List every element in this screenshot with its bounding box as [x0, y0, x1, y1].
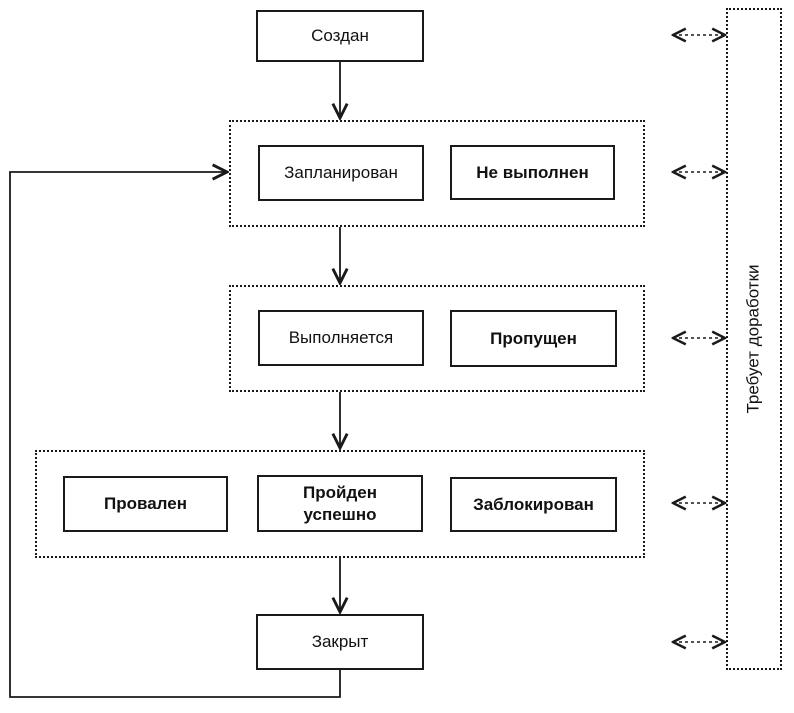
node-skipped-label: Пропущен [490, 328, 577, 348]
node-failed: Провален [63, 476, 228, 532]
node-failed-label: Провален [104, 494, 187, 514]
node-closed-label: Закрыт [311, 632, 369, 652]
node-planned: Запланирован [258, 145, 424, 201]
node-closed: Закрыт [256, 614, 424, 670]
node-blocked-label: Заблокирован [473, 494, 594, 514]
node-blocked: Заблокирован [450, 477, 617, 532]
node-not-executed: Не выполнен [450, 145, 615, 200]
node-passed-label: Пройден успешно [303, 483, 377, 524]
node-not-executed-label: Не выполнен [476, 162, 589, 182]
node-planned-label: Запланирован [284, 163, 398, 183]
node-skipped: Пропущен [450, 310, 617, 367]
rework-band: Требует доработки [726, 8, 782, 670]
node-in-progress-label: Выполняется [288, 328, 394, 348]
node-passed: Пройден успешно [257, 475, 423, 532]
rework-band-label: Требует доработки [744, 264, 764, 414]
node-created-label: Создан [311, 26, 369, 46]
node-created: Создан [256, 10, 424, 62]
node-in-progress: Выполняется [258, 310, 424, 366]
